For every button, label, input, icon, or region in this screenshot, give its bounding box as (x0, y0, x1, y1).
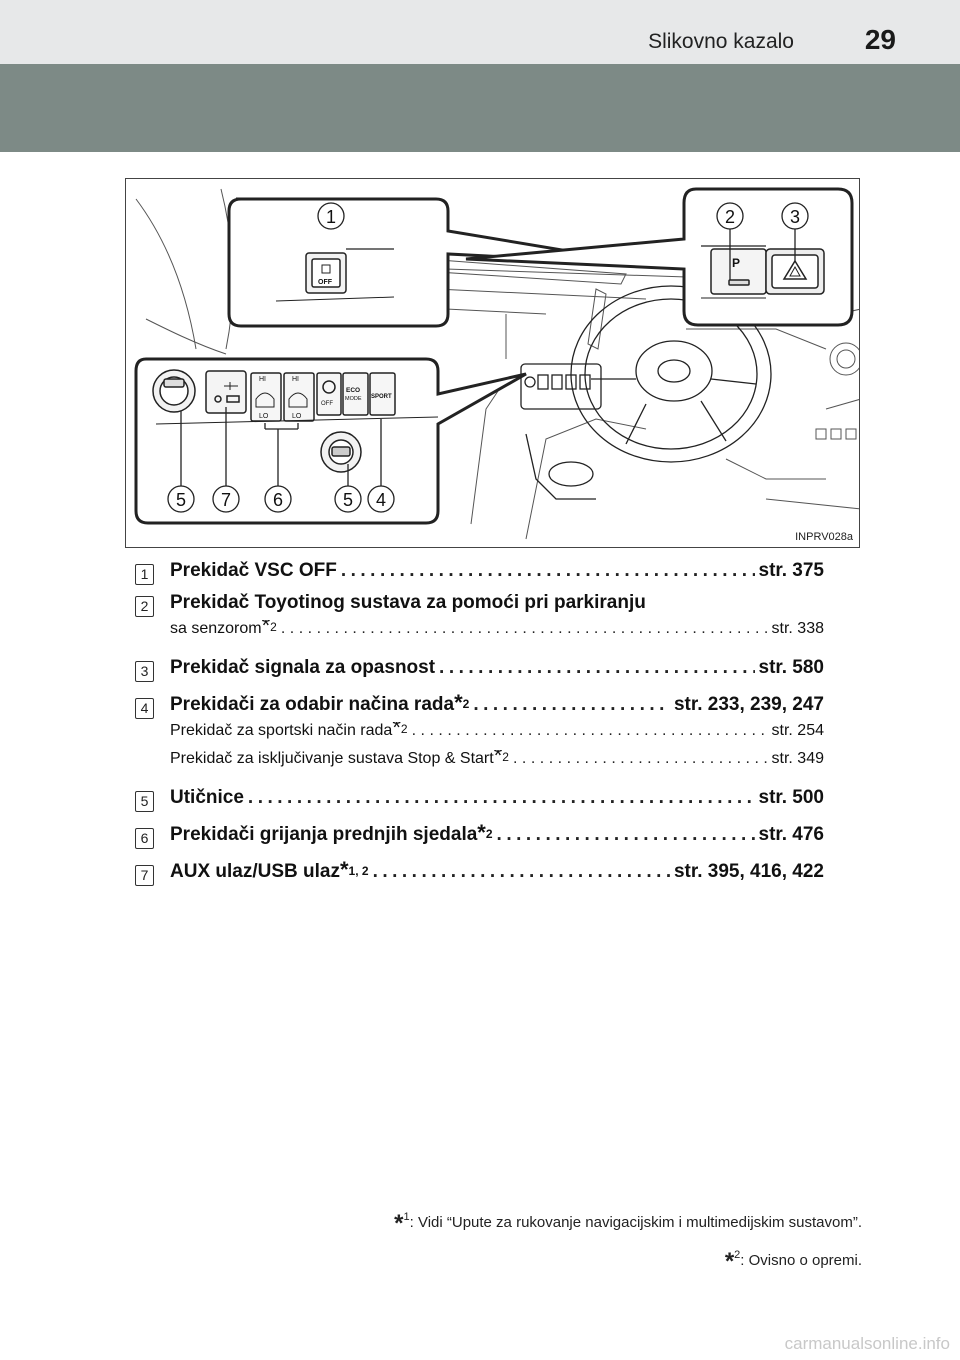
hazard-button (765, 248, 825, 295)
page-ref: str. 580 (758, 657, 825, 678)
page-ref: str. 349 (771, 750, 824, 767)
page-ref: str. 254 (771, 722, 824, 739)
item-label-line1: Prekidač Toyotinog sustava za pomoći pri… (170, 592, 646, 613)
footnote-ref: 2 (400, 722, 408, 736)
callout-2 (716, 202, 744, 230)
item-number: 2 (135, 596, 154, 617)
stop-start-off-label: OFF (321, 401, 333, 407)
item-label: Prekidači grijanja prednjih sjedala (170, 824, 478, 845)
item-label: Prekidač za sportski način rada (170, 722, 393, 739)
watermark: carmanualsonline.info (784, 1334, 950, 1353)
footnote-number: 2 (734, 1249, 741, 1261)
callout-2-label: 2 (725, 207, 735, 227)
callout-5b (334, 485, 362, 513)
figure-code: INPRV028a (795, 531, 853, 543)
aux-usb-panel (205, 370, 247, 414)
footnote-ref: 1, 2 (348, 864, 369, 878)
callout-4 (367, 485, 395, 513)
footnotes: *1: Vidi “Upute za rukovanje navigacijsk… (394, 1210, 862, 1286)
seat-left-hi-label: HI (259, 376, 266, 383)
callout-6-label: 6 (273, 490, 283, 510)
footnote-star: * (724, 1248, 735, 1275)
page-ref: str. 476 (758, 824, 825, 845)
item-label: Prekidač za isključivanje sustava Stop &… (170, 750, 494, 767)
steering-wheel (570, 285, 772, 463)
item-number: 1 (135, 564, 154, 585)
item-number: 6 (135, 828, 154, 849)
callout-box-vsc (227, 197, 647, 328)
footnote-ref: 2 (270, 620, 277, 634)
list-item: 6 Prekidači grijanja prednjih sjedala*2.… (135, 824, 835, 861)
list-item-continuation: Prekidač za sportski način rada*2.......… (170, 722, 824, 740)
callout-7-label: 7 (221, 490, 231, 510)
section-title: Slikovno kazalo (648, 30, 794, 53)
item-number: 5 (135, 791, 154, 812)
list-item: 7 AUX ulaz/USB ulaz*1, 2................… (135, 861, 835, 893)
seat-right-lo-label: LO (292, 413, 302, 420)
item-number: 3 (135, 661, 154, 682)
footnote-number: 1 (403, 1211, 410, 1223)
item-list: 1 Prekidač VSC OFF......................… (135, 560, 835, 893)
callout-1-label: 1 (326, 207, 336, 227)
header-strip (0, 0, 960, 64)
sport-label: SPORT (371, 394, 392, 400)
page-ref: str. 338 (771, 620, 824, 637)
seat-heater-switch-right (283, 372, 315, 422)
seat-left-lo-label: LO (259, 413, 269, 420)
dashboard-drawing: OFF P (134, 187, 859, 540)
item-label: Prekidači za odabir načina rada (170, 694, 455, 715)
list-item: 4 Prekidači za odabir načina rada*2.....… (135, 694, 835, 722)
item-label: Utičnice (170, 787, 244, 808)
footnote-text: : Ovisno o opremi. (740, 1252, 862, 1269)
page-ref: str. 500 (758, 787, 825, 808)
callout-1 (317, 202, 345, 230)
footnote-ref: 2 (502, 750, 509, 764)
footnote-ref: 2 (462, 697, 470, 711)
footnote-ref: 2 (485, 827, 493, 841)
vsc-off-label: OFF (318, 279, 333, 286)
callout-3-label: 3 (790, 207, 800, 227)
page-number: 29 (864, 24, 896, 55)
callout-5b-label: 5 (343, 490, 353, 510)
drive-mode-switches (316, 372, 396, 416)
item-label-line2: sa senzorom (170, 620, 262, 637)
item-label: AUX ulaz/USB ulaz (170, 861, 340, 882)
callout-3 (781, 202, 809, 230)
list-item: 5 Utičnice..............................… (135, 787, 835, 824)
page-ref: str. 233, 239, 247 (673, 694, 824, 715)
item-label: Prekidač VSC OFF (170, 560, 337, 581)
power-socket-lower (320, 431, 362, 473)
power-socket-left (152, 369, 196, 413)
page-ref: str. 375 (758, 560, 825, 581)
callout-5a-label: 5 (176, 490, 186, 510)
vsc-off-button (305, 252, 347, 294)
item-number: 4 (135, 698, 154, 719)
park-label: P (732, 256, 740, 270)
list-item: 1 Prekidač VSC OFF......................… (135, 560, 835, 592)
callout-7 (212, 485, 240, 513)
eco-mode-label: MODE (345, 396, 362, 402)
callout-5a (167, 485, 195, 513)
list-item-continuation: sa senzorom*2...........................… (170, 620, 824, 638)
callout-4-label: 4 (376, 490, 386, 510)
item-label: Prekidač signala za opasnost (170, 657, 436, 678)
footnote-text: : Vidi “Upute za rukovanje navigacijskim… (409, 1214, 862, 1231)
footnote-2: *2: Ovisno o opremi. (394, 1248, 862, 1276)
header-band (0, 64, 960, 152)
dashboard-illustration: OFF P (125, 178, 860, 548)
list-item: 3 Prekidač signala za opasnost..........… (135, 657, 835, 694)
footnote-star: * (394, 1210, 404, 1237)
list-item: 2 Prekidač Toyotinog sustava za pomoći p… (135, 592, 835, 620)
eco-label: ECO (346, 387, 360, 394)
page-ref: str. 395, 416, 422 (673, 861, 824, 882)
callout-6 (264, 485, 292, 513)
center-switch-bank (520, 363, 602, 500)
footnote-1: *1: Vidi “Upute za rukovanje navigacijsk… (394, 1210, 862, 1238)
list-item-continuation: Prekidač za isključivanje sustava Stop &… (170, 750, 824, 768)
seat-right-hi-label: HI (292, 376, 299, 383)
item-number: 7 (135, 865, 154, 886)
